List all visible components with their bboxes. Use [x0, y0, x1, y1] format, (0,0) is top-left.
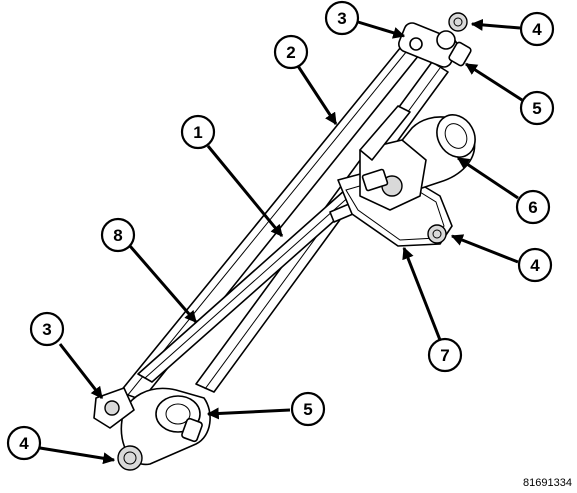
- leader-5b: [206, 407, 291, 420]
- leader-6: [457, 156, 519, 200]
- callout-5-lower-label: 5: [303, 400, 312, 419]
- motor-crank-arm: [359, 105, 411, 161]
- callout-4-motor-label: 4: [530, 256, 540, 275]
- leader-3b: [58, 343, 104, 399]
- callout-6-label: 6: [528, 198, 537, 217]
- upper-pivot-grommet: [448, 12, 468, 32]
- callout-4-upper-label: 4: [532, 20, 542, 39]
- callout-4-lower: 4: [6, 425, 42, 461]
- lower-pivot-assembly: [93, 387, 211, 471]
- callout-7: 7: [427, 337, 463, 373]
- figure-id: 81691334: [523, 477, 572, 489]
- callout-4-lower-label: 4: [19, 434, 29, 453]
- callout-2: 2: [273, 34, 309, 70]
- callout-3-upper-label: 3: [337, 9, 346, 28]
- motor-mount-grommet: [427, 224, 447, 244]
- callout-5-upper: 5: [519, 90, 555, 126]
- callout-7-label: 7: [440, 346, 449, 365]
- callout-5-upper-label: 5: [532, 99, 541, 118]
- upper-pivot-shaft: [448, 41, 472, 67]
- callout-5-lower: 5: [290, 391, 326, 427]
- callout-3-lower: 3: [29, 311, 65, 347]
- callout-1: 1: [180, 114, 216, 150]
- callout-4-upper: 4: [519, 11, 555, 47]
- upper-pivot-boss: [436, 30, 456, 50]
- leader-1: [206, 145, 284, 237]
- callout-2-label: 2: [286, 43, 295, 62]
- callout-4-motor: 4: [517, 247, 553, 283]
- motor-connector: [361, 168, 389, 192]
- callout-3-lower-label: 3: [42, 320, 51, 339]
- callout-8-label: 8: [113, 226, 122, 245]
- leader-7: [402, 246, 442, 341]
- leader-4a: [470, 18, 521, 31]
- leader-5a: [464, 62, 523, 102]
- leader-4b: [450, 234, 519, 264]
- lower-pivot-shaft: [181, 417, 203, 443]
- leader-2: [296, 65, 338, 126]
- wiper-motor-assembly: [337, 105, 476, 247]
- callout-6: 6: [515, 189, 551, 225]
- leader-4c: [39, 446, 116, 465]
- callout-1-label: 1: [193, 123, 202, 142]
- lower-pivot-grommet: [117, 445, 143, 471]
- callout-8: 8: [100, 217, 136, 253]
- leader-8: [128, 245, 198, 323]
- callout-3-upper: 3: [324, 0, 360, 36]
- leader-3a: [357, 20, 406, 39]
- leader-lines: [39, 18, 523, 465]
- motor-gearbox: [359, 139, 427, 211]
